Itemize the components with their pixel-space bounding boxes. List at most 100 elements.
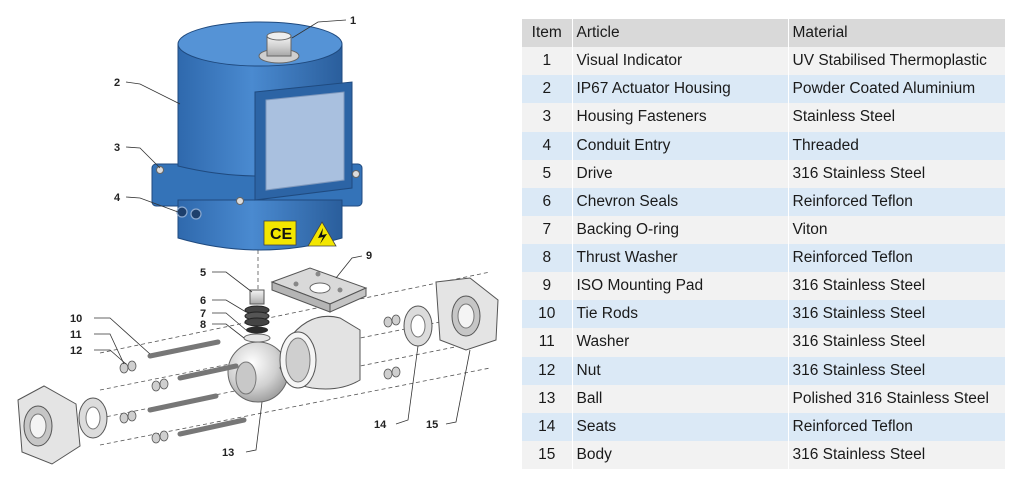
- callout-1: 1: [350, 15, 356, 27]
- row-article: Tie Rods: [572, 300, 789, 329]
- row-article: Washer: [572, 328, 789, 357]
- row-material: Reinforced Teflon: [788, 187, 1006, 216]
- row-article: Nut: [572, 356, 789, 385]
- row-item: 14: [522, 412, 573, 441]
- row-item: 1: [522, 47, 573, 76]
- lightning-icon: [318, 228, 327, 244]
- row-article: IP67 Actuator Housing: [572, 75, 789, 104]
- row-material: Reinforced Teflon: [788, 244, 1006, 273]
- actuator-housing: CE: [151, 21, 363, 251]
- exploded-valve-diagram: CE: [17, 15, 499, 465]
- backing-o-ring: [246, 326, 268, 334]
- row-material: 316 Stainless Steel: [788, 300, 1006, 329]
- end-cap-right: [435, 277, 499, 351]
- row-article: ISO Mounting Pad: [572, 272, 789, 301]
- row-material: Powder Coated Aluminium: [788, 75, 1006, 104]
- row-article: Chevron Seals: [572, 187, 789, 216]
- row-item: 11: [522, 328, 573, 357]
- callout-12: 12: [70, 345, 82, 357]
- row-item: 4: [522, 131, 573, 160]
- valve-body: [279, 315, 361, 390]
- row-item: 9: [522, 272, 573, 301]
- housing-fastener: [352, 170, 360, 178]
- callout-14: 14: [374, 419, 387, 431]
- callout-3: 3: [114, 142, 120, 154]
- row-material: Viton: [788, 215, 1006, 244]
- row-article: Visual Indicator: [572, 47, 789, 76]
- row-material: 316 Stainless Steel: [788, 272, 1006, 301]
- ce-badge: [263, 220, 297, 246]
- row-material: 316 Stainless Steel: [788, 356, 1006, 385]
- row-article: Housing Fasteners: [572, 103, 789, 132]
- window-panel: [265, 91, 345, 191]
- iso-mounting-pad: [270, 267, 368, 313]
- callout-11: 11: [70, 329, 82, 341]
- row-item: 13: [522, 384, 573, 413]
- callout-7: 7: [200, 308, 206, 320]
- row-article: Conduit Entry: [572, 131, 789, 160]
- thrust-washer: [243, 333, 271, 343]
- callout-4: 4: [114, 192, 121, 204]
- ball-bore: [235, 361, 257, 395]
- seats: [78, 305, 433, 439]
- header-material: Material: [788, 19, 1006, 48]
- row-item: 6: [522, 187, 573, 216]
- row-item: 15: [522, 440, 573, 469]
- row-material: Reinforced Teflon: [788, 412, 1006, 441]
- conduit-entry-right: [190, 208, 202, 220]
- callout-6: 6: [200, 295, 206, 307]
- row-article: Backing O-ring: [572, 215, 789, 244]
- callout-8: 8: [200, 319, 206, 331]
- row-material: 316 Stainless Steel: [788, 440, 1006, 469]
- row-material: Polished 316 Stainless Steel: [788, 384, 1006, 413]
- callout-15: 15: [426, 419, 438, 431]
- housing-fastener: [236, 197, 244, 205]
- row-material: Threaded: [788, 131, 1006, 160]
- callout-13: 13: [222, 447, 234, 459]
- row-item: 10: [522, 300, 573, 329]
- callout-10: 10: [70, 313, 82, 325]
- row-article: Body: [572, 440, 789, 469]
- callout-leader-lines: [94, 19, 471, 453]
- end-cap-left: [17, 385, 81, 465]
- conduit-entry-left: [176, 206, 188, 218]
- visual-indicator-top: [266, 31, 292, 41]
- row-item: 12: [522, 356, 573, 385]
- row-material: UV Stabilised Thermoplastic: [788, 47, 1006, 76]
- callout-9: 9: [366, 250, 372, 262]
- row-material: Stainless Steel: [788, 103, 1006, 132]
- row-item: 5: [522, 159, 573, 188]
- chevron-seal: [244, 317, 270, 327]
- row-article: Ball: [572, 384, 789, 413]
- row-material: 316 Stainless Steel: [788, 159, 1006, 188]
- table-header-row: Item Article Material: [522, 19, 1006, 48]
- callout-numbers: 1 2 3 4 5 6 7 8 9 10 11 12 13 14 15: [70, 15, 438, 459]
- housing-lower-body: [177, 199, 343, 251]
- row-article: Seats: [572, 412, 789, 441]
- callout-5: 5: [200, 267, 206, 279]
- row-article: Thrust Washer: [572, 244, 789, 273]
- nuts-and-washers: [119, 314, 401, 444]
- row-item: 2: [522, 75, 573, 104]
- row-material: 316 Stainless Steel: [788, 328, 1006, 357]
- header-article: Article: [572, 19, 789, 48]
- tie-rods: [147, 339, 247, 437]
- callout-2: 2: [114, 77, 120, 89]
- drive-stem-assembly: [243, 289, 271, 343]
- ce-mark: CE: [270, 226, 293, 243]
- row-item: 7: [522, 215, 573, 244]
